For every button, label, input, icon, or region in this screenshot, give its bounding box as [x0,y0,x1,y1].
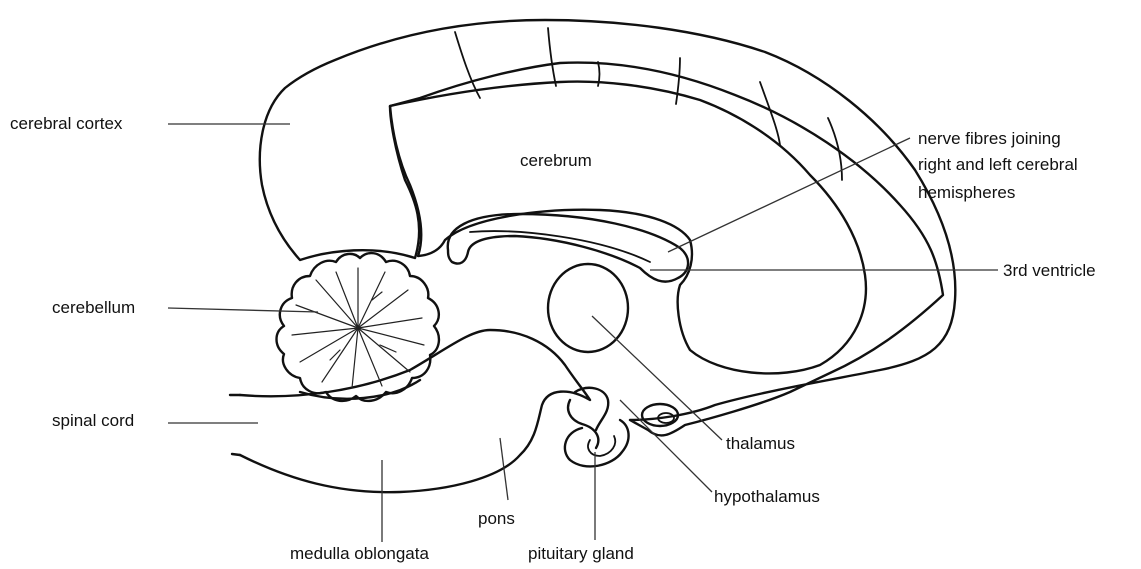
pituitary-inner [588,436,615,456]
label-3rd-ventricle: 3rd ventricle [1003,260,1096,282]
label-spinal-cord: spinal cord [52,410,134,432]
label-thalamus: thalamus [726,433,795,455]
label-cerebellum: cerebellum [52,297,135,319]
label-medulla-oblongata: medulla oblongata [290,543,429,565]
cerebellum-fibres [292,268,424,388]
sulcus-4 [676,58,680,104]
label-nerve-fibres-line2: right and left cerebral [918,154,1078,176]
corpus-callosum [448,214,688,282]
leader-cerebellum [168,308,318,312]
label-cerebral-cortex: cerebral cortex [10,113,122,135]
label-nerve-fibres-line1: nerve fibres joining [918,128,1061,150]
brainstem [240,330,590,492]
leader-nerve-fibres [668,138,910,252]
label-nerve-fibres-line3: hemispheres [918,182,1015,204]
sulcus-1 [455,32,480,98]
sulcus-2 [548,28,556,86]
leader-thalamus [592,316,722,440]
cerebellum-base [300,380,420,399]
label-cerebrum: cerebrum [520,150,592,172]
label-hypothalamus: hypothalamus [714,486,820,508]
label-pons: pons [478,508,515,530]
spinal-cord-bottom [232,454,240,455]
label-pituitary-gland: pituitary gland [528,543,634,565]
sulcus-3 [598,62,600,86]
pituitary-stalk [568,400,598,448]
